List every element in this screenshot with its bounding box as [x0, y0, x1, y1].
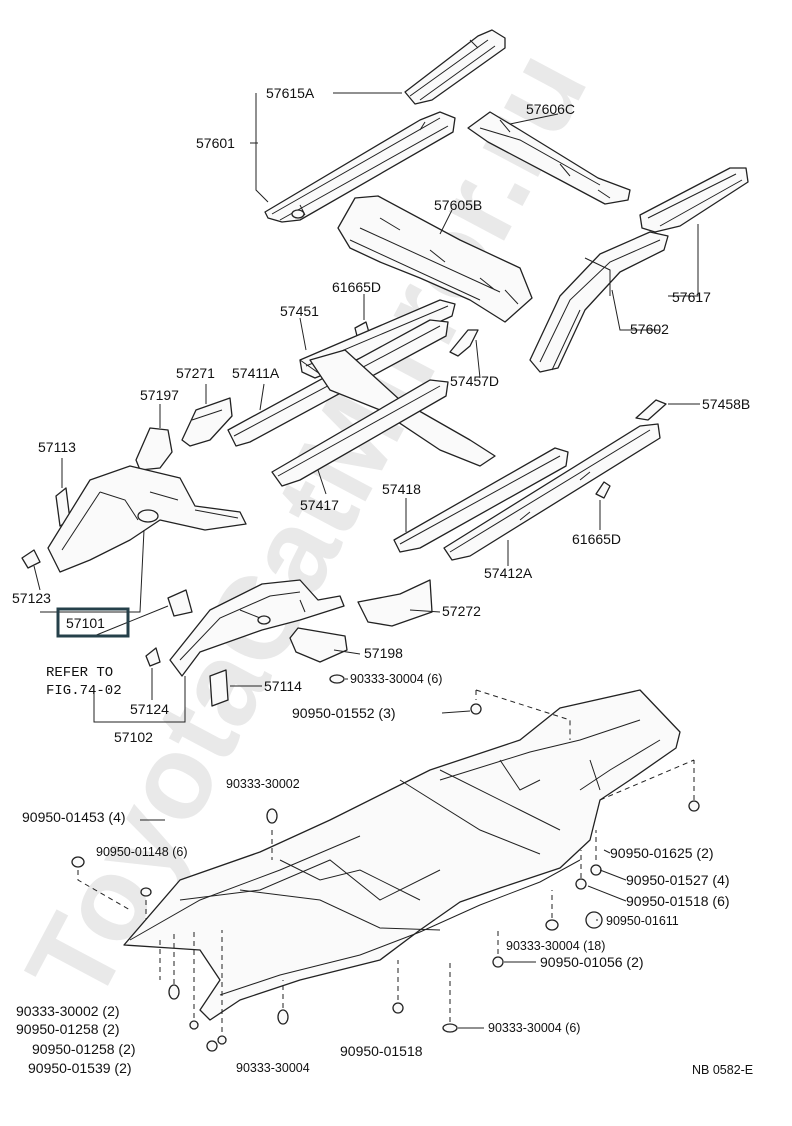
label-61665D-top[interactable]: 61665D: [332, 279, 381, 295]
label-90950-01056[interactable]: 90950-01056 (2): [540, 954, 644, 970]
bolt-90950-01625[interactable]: [688, 800, 700, 812]
bolt-90950-01258-a[interactable]: [189, 1020, 199, 1030]
label-57457D[interactable]: 57457D: [450, 373, 499, 389]
grommet-90333-30004[interactable]: [277, 1009, 289, 1025]
part-57457D-shape[interactable]: [449, 329, 479, 357]
part-57272-shape[interactable]: [357, 579, 433, 627]
part-57615A-shape[interactable]: [404, 29, 506, 105]
label-57412A[interactable]: 57412A: [484, 565, 533, 581]
part-57412A-shape[interactable]: [443, 423, 661, 561]
grommet-90333-30004-top[interactable]: [329, 674, 345, 684]
label-90333-30004-6-top[interactable]: 90333-30004 (6): [350, 672, 442, 686]
bolt-90950-01527[interactable]: [590, 864, 602, 876]
label-57197[interactable]: 57197: [140, 387, 179, 403]
bolt-90950-01611[interactable]: [585, 911, 603, 929]
part-57417-shape[interactable]: [271, 379, 449, 487]
part-57102-shape[interactable]: [167, 579, 345, 677]
label-57101[interactable]: 57101: [66, 615, 105, 631]
part-57418-shape[interactable]: [393, 447, 569, 553]
part-57198-shape[interactable]: [289, 627, 348, 663]
chassis-frame-shape[interactable]: [123, 689, 681, 1021]
label-57418[interactable]: 57418: [382, 481, 421, 497]
label-90950-01552[interactable]: 90950-01552 (3): [292, 705, 396, 721]
part-57114-shape[interactable]: [209, 669, 229, 707]
label-90950-01625[interactable]: 90950-01625 (2): [610, 845, 714, 861]
label-57602[interactable]: 57602: [630, 321, 669, 337]
part-labels: 57615A 57601 57606C 57605B 61665D 57451 …: [12, 85, 753, 1077]
part-57605B-shape[interactable]: [337, 195, 533, 323]
part-57458B-shape[interactable]: [635, 399, 667, 421]
grommet-90333-30002[interactable]: [266, 808, 278, 824]
label-90950-01453[interactable]: 90950-01453 (4): [22, 809, 126, 825]
label-90950-01258-a[interactable]: 90950-01258 (2): [16, 1021, 120, 1037]
label-90950-01518[interactable]: 90950-01518: [340, 1043, 423, 1059]
grommet-90950-01453[interactable]: [71, 856, 85, 868]
label-57417[interactable]: 57417: [300, 497, 339, 513]
part-57124-shape[interactable]: [145, 647, 161, 667]
part-57606C-shape[interactable]: [467, 111, 631, 205]
label-90333-30002[interactable]: 90333-30002: [226, 777, 300, 791]
grommet-90333-30004-6-bottom[interactable]: [442, 1023, 458, 1033]
bolt-90950-01552[interactable]: [470, 703, 482, 715]
part-57123-shape[interactable]: [21, 549, 41, 569]
highlight-box-57101: [56, 607, 130, 638]
part-57617-shape[interactable]: [639, 167, 749, 233]
part-57197-shape[interactable]: [135, 427, 173, 471]
label-57271[interactable]: 57271: [176, 365, 215, 381]
label-90950-01527[interactable]: 90950-01527 (4): [626, 872, 730, 888]
label-57605B[interactable]: 57605B: [434, 197, 482, 213]
label-57124[interactable]: 57124: [130, 701, 169, 717]
label-90950-01539[interactable]: 90950-01539 (2): [28, 1060, 132, 1076]
label-57451[interactable]: 57451: [280, 303, 319, 319]
label-61665D-mid[interactable]: 61665D: [572, 531, 621, 547]
label-57411A[interactable]: 57411A: [232, 365, 280, 381]
bolt-90950-01518[interactable]: [392, 1002, 404, 1014]
grommet-90950-01148[interactable]: [140, 887, 152, 897]
label-57114[interactable]: 57114: [264, 678, 302, 694]
refer-note-line2: FIG.74-02: [46, 683, 122, 699]
dashed-leader-lines: [77, 689, 695, 1032]
bolt-90950-01258-b[interactable]: [217, 1035, 227, 1045]
leader-lines: [33, 92, 700, 1029]
label-57606C[interactable]: 57606C: [526, 101, 575, 117]
bolt-90950-01056[interactable]: [492, 956, 504, 968]
bolt-90950-01518-6[interactable]: [575, 878, 587, 890]
label-90333-30002-2[interactable]: 90333-30002 (2): [16, 1003, 120, 1019]
label-57601[interactable]: 57601: [196, 135, 235, 151]
part-57602-shape[interactable]: [529, 231, 669, 373]
label-57123[interactable]: 57123: [12, 590, 51, 606]
label-57102[interactable]: 57102: [114, 729, 153, 745]
part-57271-shape[interactable]: [181, 397, 233, 447]
label-57198[interactable]: 57198: [364, 645, 403, 661]
diagram-code: NB 0582-E: [692, 1063, 753, 1077]
label-57113[interactable]: 57113: [38, 439, 76, 455]
grommet-90333-30002-2[interactable]: [168, 984, 180, 1000]
label-90950-01148[interactable]: 90950-01148 (6): [96, 845, 188, 859]
label-57615A[interactable]: 57615A: [266, 85, 315, 101]
label-90333-30004[interactable]: 90333-30004: [236, 1061, 310, 1075]
label-90950-01258-b[interactable]: 90950-01258 (2): [32, 1041, 136, 1057]
part-61665D-mid-shape[interactable]: [595, 481, 611, 499]
label-90333-30004-18[interactable]: 90333-30004 (18): [506, 939, 605, 953]
label-57617[interactable]: 57617: [672, 289, 711, 305]
label-57272[interactable]: 57272: [442, 603, 481, 619]
part-front-section-shape[interactable]: [47, 465, 247, 573]
label-90950-01611[interactable]: 90950-01611: [606, 914, 679, 928]
part-57601-shape[interactable]: [264, 111, 456, 223]
grommet-90333-30004-18[interactable]: [545, 919, 559, 931]
label-57458B[interactable]: 57458B: [702, 396, 750, 412]
label-90333-30004-6-bottom[interactable]: 90333-30004 (6): [488, 1021, 580, 1035]
label-90950-01518-6[interactable]: 90950-01518 (6): [626, 893, 730, 909]
bolt-90950-01539[interactable]: [206, 1040, 218, 1052]
refer-note-line1: REFER TO: [46, 665, 113, 681]
